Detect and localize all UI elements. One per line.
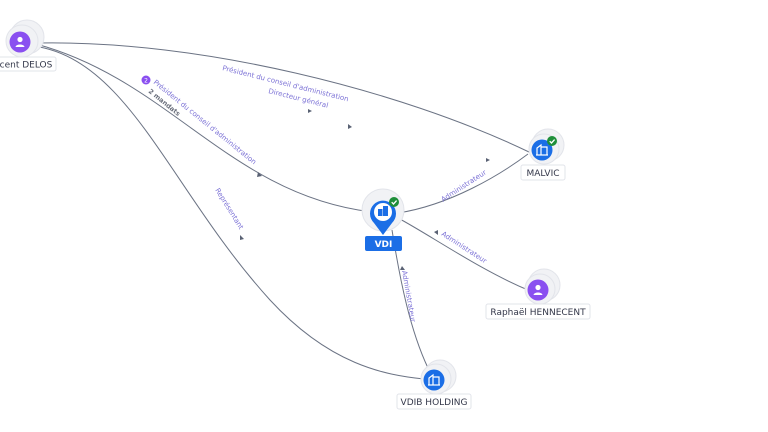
- edge-arrow: [348, 124, 352, 129]
- edge-arrow: [486, 158, 490, 162]
- edge-delos-vdi[interactable]: [35, 43, 373, 213]
- node-delos[interactable]: cent DELOS: [0, 19, 57, 72]
- edge-delos-malvic[interactable]: [37, 42, 530, 153]
- edge-label: Administrateur: [400, 270, 417, 323]
- building-icon: [428, 373, 440, 386]
- node-label-bg: [396, 393, 472, 410]
- node-hennecent[interactable]: Raphaël HENNECENT: [485, 268, 591, 320]
- node-malvic[interactable]: MALVIC: [520, 128, 566, 181]
- mandates-count-badge[interactable]: [141, 75, 151, 85]
- mandates-count: 2: [144, 78, 148, 85]
- node-label-bg: [0, 56, 57, 72]
- edge-label: Administrateur: [440, 230, 488, 265]
- person-icon: [15, 36, 25, 47]
- edge-hennecent-vdi[interactable]: [397, 217, 529, 291]
- edge-label: Représentant: [213, 187, 245, 231]
- verified-badge: [547, 136, 557, 146]
- verified-badge: [389, 197, 399, 207]
- edge-label: Administrateur: [440, 168, 488, 203]
- edge-arrow: [434, 230, 438, 235]
- check-icon: [549, 139, 556, 144]
- node-label-bg: [485, 303, 591, 320]
- edge-arrow: [400, 266, 405, 270]
- edge-delos-vdib[interactable]: [33, 45, 425, 380]
- node-label: MALVIC: [526, 169, 559, 179]
- node-label: cent DELOS: [0, 61, 53, 71]
- edge-arrow: [240, 235, 244, 240]
- node-label: VDI: [375, 240, 393, 250]
- node-label: VDIB HOLDING: [401, 398, 468, 408]
- edge-vdi-malvic[interactable]: [397, 153, 529, 214]
- edge-label: Président du conseil d'administration: [152, 78, 258, 166]
- node-core: [423, 369, 445, 391]
- check-icon: [391, 200, 398, 205]
- node-label: Raphaël HENNECENT: [490, 308, 586, 318]
- edge-arrow: [308, 109, 312, 113]
- node-label-bg: [365, 236, 402, 251]
- node-vdib[interactable]: VDIB HOLDING: [396, 359, 472, 410]
- building-icon: [378, 206, 388, 216]
- edge-arrow: [257, 172, 262, 177]
- node-vdi[interactable]: VDI: [361, 188, 405, 251]
- person-icon: [533, 284, 543, 295]
- node-label-bg: [520, 164, 566, 181]
- building-icon: [536, 143, 548, 156]
